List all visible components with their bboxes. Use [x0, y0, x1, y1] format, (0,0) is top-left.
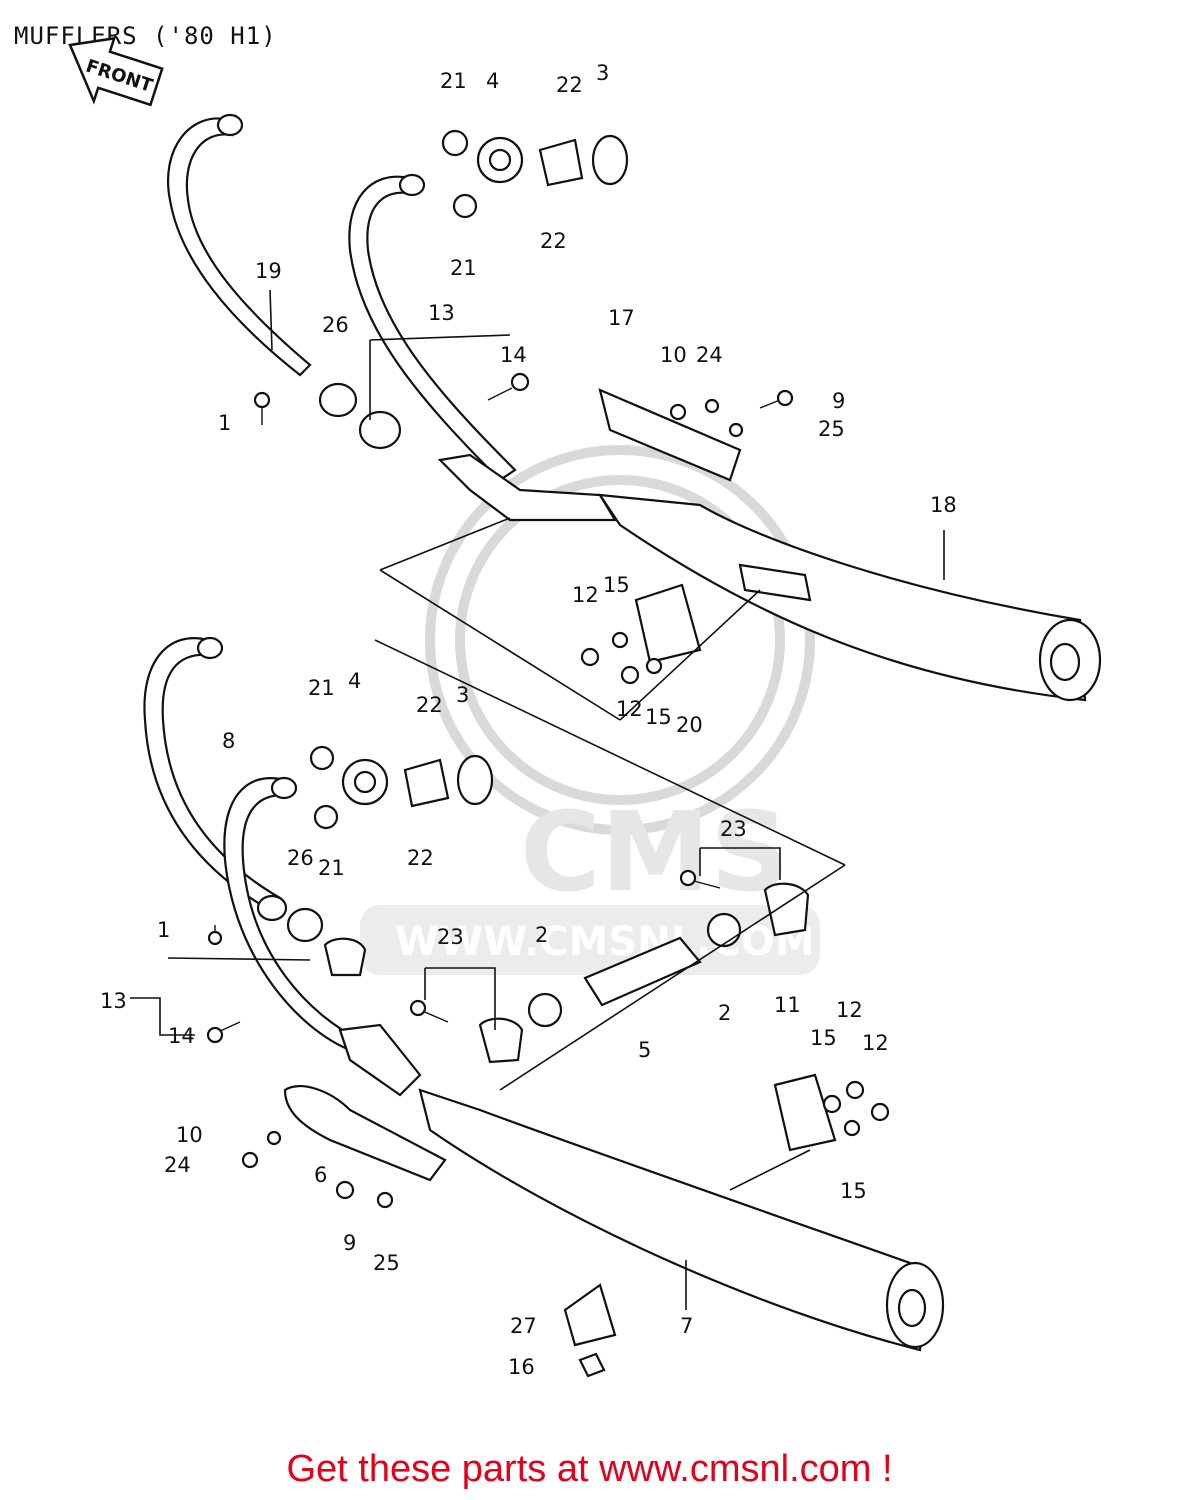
callout-22: 22 [556, 73, 583, 97]
callout-4: 4 [348, 669, 361, 693]
callout-15: 15 [645, 705, 672, 729]
callout-21: 21 [440, 69, 467, 93]
callout-22: 22 [540, 229, 567, 253]
callout-14: 14 [500, 343, 527, 367]
callout-12: 12 [616, 697, 643, 721]
callout-25: 25 [818, 417, 845, 441]
callout-12: 12 [862, 1031, 889, 1055]
watermark-logo: CMS [520, 788, 789, 916]
callout-2: 2 [535, 923, 548, 947]
callout-17: 17 [608, 306, 635, 330]
callout-15: 15 [810, 1026, 837, 1050]
upper-exhaust-assembly [167, 113, 1102, 721]
callout-8: 8 [222, 729, 235, 753]
watermark-url: WWW.CMSNL.COM [395, 919, 815, 965]
callout-9: 9 [343, 1231, 356, 1255]
callout-24: 24 [164, 1153, 191, 1177]
callout-19: 19 [255, 259, 282, 283]
callout-15: 15 [603, 573, 630, 597]
callout-13: 13 [428, 301, 455, 325]
callout-23: 23 [720, 817, 747, 841]
callout-3: 3 [456, 683, 469, 707]
callout-25: 25 [373, 1251, 400, 1275]
lower-exhaust-assembly [130, 636, 945, 1378]
callout-16: 16 [508, 1355, 535, 1379]
callout-1: 1 [218, 411, 231, 435]
callout-14: 14 [168, 1024, 195, 1048]
callout-2: 2 [718, 1001, 731, 1025]
callout-21: 21 [450, 256, 477, 280]
callout-9: 9 [832, 389, 845, 413]
callout-21: 21 [318, 856, 345, 880]
callout-23: 23 [437, 925, 464, 949]
callout-12: 12 [572, 583, 599, 607]
callout-22: 22 [416, 693, 443, 717]
callout-10: 10 [176, 1123, 203, 1147]
callout-5: 5 [638, 1038, 651, 1062]
callout-3: 3 [596, 61, 609, 85]
callout-labels: 21 4 22 3 22 21 19 26 13 14 17 10 24 9 2… [100, 61, 957, 1379]
callout-18: 18 [930, 493, 957, 517]
watermark: CMS WWW.CMSNL.COM [360, 445, 820, 975]
callout-26: 26 [322, 313, 349, 337]
callout-27: 27 [510, 1314, 537, 1338]
callout-10: 10 [660, 343, 687, 367]
callout-12: 12 [836, 998, 863, 1022]
callout-21: 21 [308, 676, 335, 700]
callout-22: 22 [407, 846, 434, 870]
callout-20: 20 [676, 713, 703, 737]
callout-15: 15 [840, 1179, 867, 1203]
callout-24: 24 [696, 343, 723, 367]
page-title: MUFFLERS ('80 H1) [14, 22, 277, 50]
callout-26: 26 [287, 846, 314, 870]
callout-11: 11 [774, 993, 801, 1017]
footer-link[interactable]: Get these parts at www.cmsnl.com ! [286, 1448, 893, 1490]
front-arrow: FRONT [68, 36, 164, 107]
callout-7: 7 [680, 1314, 693, 1338]
callout-6: 6 [314, 1163, 327, 1187]
callout-4: 4 [486, 69, 499, 93]
callout-13: 13 [100, 989, 127, 1013]
callout-1: 1 [157, 918, 170, 942]
